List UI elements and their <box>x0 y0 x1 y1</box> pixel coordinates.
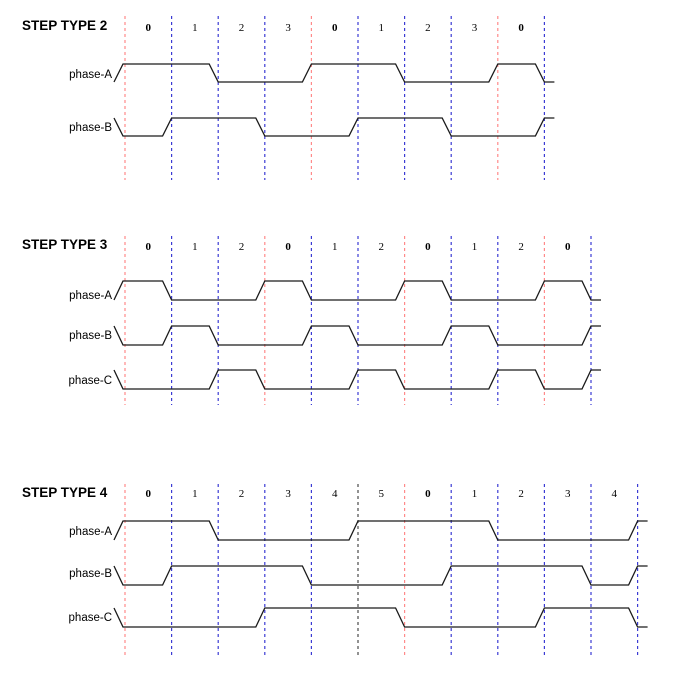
phase-label: phase-A <box>69 69 112 81</box>
waveform-phase-B <box>113 325 601 346</box>
step-number-label: 3 <box>565 488 571 500</box>
phase-label: phase-A <box>69 290 112 302</box>
step-number-label: 1 <box>192 241 198 253</box>
section-title: STEP TYPE 3 <box>22 237 108 252</box>
step-number-label: 1 <box>472 241 478 253</box>
step-number-label: 2 <box>239 22 245 34</box>
step-number-label: 0 <box>518 22 524 34</box>
step-number-label: 0 <box>425 488 431 500</box>
phase-label: phase-B <box>69 122 112 134</box>
phase-label: phase-C <box>69 375 112 387</box>
step-number-label: 5 <box>379 488 385 500</box>
phase-label: phase-B <box>69 330 112 342</box>
step-number-label: 4 <box>332 488 338 500</box>
step-number-label: 1 <box>332 241 338 253</box>
waveform-phase-C <box>113 607 648 628</box>
phase-label: phase-C <box>69 612 112 624</box>
step-number-label: 4 <box>612 488 618 500</box>
step-number-label: 1 <box>472 488 478 500</box>
step-number-label: 0 <box>565 241 571 253</box>
step-number-label: 1 <box>379 22 385 34</box>
waveform-phase-A <box>113 280 601 301</box>
step-number-label: 3 <box>472 22 478 34</box>
step-number-label: 3 <box>285 488 291 500</box>
step-number-label: 0 <box>332 22 338 34</box>
section-step-type-3: STEP TYPE 3 0 1 2 0 1 2 0 1 2 0 phase-A phase-B phase… <box>22 236 601 405</box>
step-number-label: 0 <box>285 241 291 253</box>
section-title: STEP TYPE 2 <box>22 18 107 33</box>
waveform-phase-C <box>113 369 601 390</box>
waveform-phase-B <box>113 117 555 137</box>
step-number-label: 0 <box>146 22 152 34</box>
waveform-phase-A <box>113 520 648 541</box>
section-step-type-4: STEP TYPE 4 0 1 2 3 4 5 0 1 2 3 4 phase-A phase-B phas… <box>22 484 648 656</box>
step-number-label: 0 <box>146 488 152 500</box>
step-number-label: 2 <box>239 488 245 500</box>
step-number-label: 2 <box>518 241 524 253</box>
section-step-type-2: STEP TYPE 2 0 1 2 3 0 1 2 3 0 phase-A phase-B <box>22 16 555 180</box>
step-number-label: 0 <box>425 241 431 253</box>
step-number-label: 3 <box>285 22 291 34</box>
step-number-label: 0 <box>146 241 152 253</box>
step-number-label: 2 <box>425 22 431 34</box>
step-number-label: 2 <box>379 241 385 253</box>
waveform-phase-A <box>113 63 555 83</box>
waveform-phase-B <box>113 565 648 586</box>
step-number-label: 2 <box>518 488 524 500</box>
section-title: STEP TYPE 4 <box>22 485 108 500</box>
step-number-label: 1 <box>192 22 198 34</box>
phase-label: phase-A <box>69 526 112 538</box>
step-number-label: 2 <box>239 241 245 253</box>
step-number-label: 1 <box>192 488 198 500</box>
phase-label: phase-B <box>69 568 112 580</box>
